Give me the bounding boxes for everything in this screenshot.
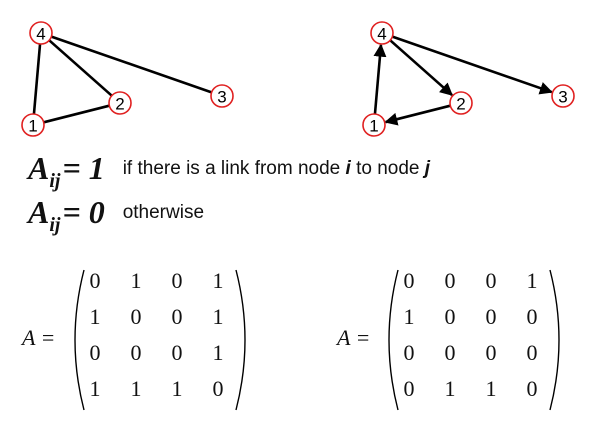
otherwise-text: otherwise — [122, 202, 205, 223]
matrix-cell: 1 — [130, 376, 142, 401]
node-2-label: 2 — [456, 95, 465, 114]
node-4-circle — [29, 21, 53, 45]
matrix-cell: 1 — [212, 304, 224, 329]
matrix-cell: 0 — [89, 340, 101, 365]
edge-1-4 — [32, 43, 42, 115]
a-symbol: Aij — [28, 150, 61, 192]
matrix-cell: 1 — [403, 304, 415, 329]
node-3-circle — [551, 84, 575, 108]
matrix-cell: 0 — [403, 376, 415, 401]
edge-2-4 — [48, 39, 113, 97]
a-symbol: Aij — [28, 194, 61, 236]
matrix-cell: 0 — [171, 340, 183, 365]
node-2-circle — [449, 91, 473, 115]
matrix-left-label: A = — [22, 325, 56, 350]
edge-1-4 — [373, 43, 387, 115]
matrix-left-brackets — [74, 269, 246, 411]
definition-link: Aij= 1 if there is a link from node i to … — [28, 150, 430, 193]
matrix-cell: 0 — [403, 268, 415, 293]
matrix-cell: 0 — [485, 304, 497, 329]
node-1-label: 1 — [28, 117, 37, 136]
definition-otherwise: Aij= 0 otherwise — [28, 194, 204, 237]
matrix-cell: 1 — [171, 376, 183, 401]
edge-3-4 — [50, 35, 213, 94]
matrix-cell: 0 — [171, 268, 183, 293]
matrix-cell: 0 — [444, 340, 456, 365]
matrix-cell: 0 — [171, 304, 183, 329]
matrix-cell: 0 — [130, 304, 142, 329]
matrix-cell: 1 — [130, 268, 142, 293]
node-4-circle — [370, 21, 394, 45]
directed-graph: 1 2 3 4 — [362, 21, 575, 137]
matrix-cell: 0 — [526, 376, 538, 401]
equals-one: = 1 — [62, 150, 105, 186]
matrix-cell: 0 — [485, 340, 497, 365]
matrix-cell: 1 — [212, 340, 224, 365]
matrix-cell: 0 — [89, 268, 101, 293]
node-4-label: 4 — [36, 25, 45, 44]
edge-2-1 — [384, 104, 451, 126]
node-3-circle — [210, 84, 234, 108]
definition-text: if there is a link from node i to node j — [122, 158, 431, 179]
matrix-cell: 1 — [89, 376, 101, 401]
equals-zero: = 0 — [62, 194, 105, 230]
edge-4-2 — [389, 39, 453, 97]
matrix-cell: 0 — [212, 376, 224, 401]
matrix-cell: 0 — [526, 304, 538, 329]
node-1-label: 1 — [369, 117, 378, 136]
matrix-cell: 0 — [444, 268, 456, 293]
edge-1-2 — [43, 104, 110, 124]
matrix-right-brackets — [388, 269, 560, 411]
node-4-label: 4 — [377, 25, 386, 44]
matrix-cell: 0 — [526, 340, 538, 365]
node-3-label: 3 — [217, 88, 226, 107]
matrix-cell: 1 — [485, 376, 497, 401]
node-1-circle — [21, 113, 45, 137]
matrix-cell: 1 — [444, 376, 456, 401]
matrix-cell: 0 — [444, 304, 456, 329]
matrix-cell: 1 — [212, 268, 224, 293]
matrix-right-label: A = — [337, 325, 371, 350]
node-2-label: 2 — [115, 95, 124, 114]
matrix-cell: 1 — [526, 268, 538, 293]
matrix-cell: 0 — [130, 340, 142, 365]
matrix-cell: 0 — [485, 268, 497, 293]
matrix-cell: 1 — [89, 304, 101, 329]
edge-4-3 — [391, 35, 553, 95]
undirected-graph: 1 2 3 4 — [21, 21, 234, 137]
node-2-circle — [108, 91, 132, 115]
node-1-circle — [362, 113, 386, 137]
matrix-cell: 0 — [403, 340, 415, 365]
node-3-label: 3 — [558, 88, 567, 107]
